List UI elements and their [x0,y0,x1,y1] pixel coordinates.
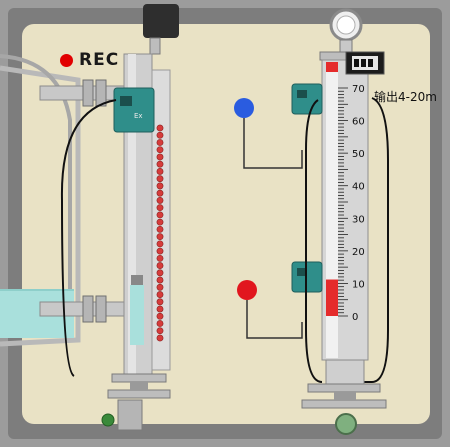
magnetic-bead [156,233,164,241]
scale-label: 40 [352,182,365,193]
magnetic-bead [156,197,164,204]
lower-sensor-ball [237,280,257,300]
right-gauge-scale: 70 60 50 40 30 20 10 0 [338,84,365,323]
magnetic-bead [156,124,164,132]
left-pressure-gauge-icon [143,4,179,55]
magnetic-bead [156,298,164,306]
left-signal-cable [60,99,117,377]
upper-sensor-ball [234,98,254,118]
magnetic-bead [156,276,164,284]
lower-sensor-line [246,300,303,339]
magnetic-bead [156,334,164,342]
upper-connection-pipe [39,79,127,107]
upper-teal-transmitter [291,83,323,115]
magnetic-bead [156,327,164,335]
magnetic-bead [156,320,164,327]
magnetic-bead [156,182,164,190]
right-gauge-bottom-flange [301,359,387,435]
magnetic-bead [156,175,164,183]
right-gauge-fill [326,279,338,316]
magnetic-bead [156,153,164,161]
magnetic-bead [156,291,164,298]
magnetic-bead [156,225,164,233]
valve-icon [101,399,143,431]
record-icon [60,53,73,67]
magnetic-bead [156,312,164,320]
right-inner-cable [305,99,323,383]
svg-text:Ex: Ex [134,112,143,120]
scale-label: 30 [352,214,365,225]
upper-sensor-line [243,118,303,169]
magnetic-bead [156,189,164,197]
magnetic-bead [156,146,164,154]
magnetic-bead [156,168,164,175]
magnetic-bead [156,131,164,139]
magnetic-bead [156,211,164,219]
rec-label: REC [79,50,120,70]
right-gauge-top-indicator [326,62,338,72]
scale-label: 0 [352,312,358,323]
magnetic-bead [156,139,164,146]
scale-label: 50 [352,149,365,160]
output-signal-label: 输出4-20m [374,90,437,104]
left-gauge-float [131,275,143,285]
magnetic-bead [156,254,164,262]
magnetic-bead [156,240,164,248]
storage-tank [0,54,81,347]
magnetic-bead [156,160,164,168]
magnetic-bead [156,247,164,255]
left-transmitter-box: Ex [113,87,155,133]
recording-indicator: REC [60,50,119,70]
lower-connection-pipe [39,295,127,323]
right-signal-cable [340,97,389,383]
magnetic-bead-column [156,124,164,342]
scale-label: 10 [352,279,365,290]
left-gauge-bottom-flange [107,373,171,399]
scale-label: 70 [352,84,365,95]
magnetic-bead [156,305,164,313]
output-display-icon [345,51,385,75]
scale-label: 20 [352,247,365,258]
scale-label: 60 [352,117,365,128]
magnetic-bead [156,218,164,226]
magnetic-bead [156,283,164,291]
magnetic-bead [156,204,164,212]
left-gauge-liquid [130,285,144,345]
right-pressure-gauge-icon [329,8,363,53]
magnetic-bead [156,262,164,269]
magnetic-bead [156,269,164,277]
